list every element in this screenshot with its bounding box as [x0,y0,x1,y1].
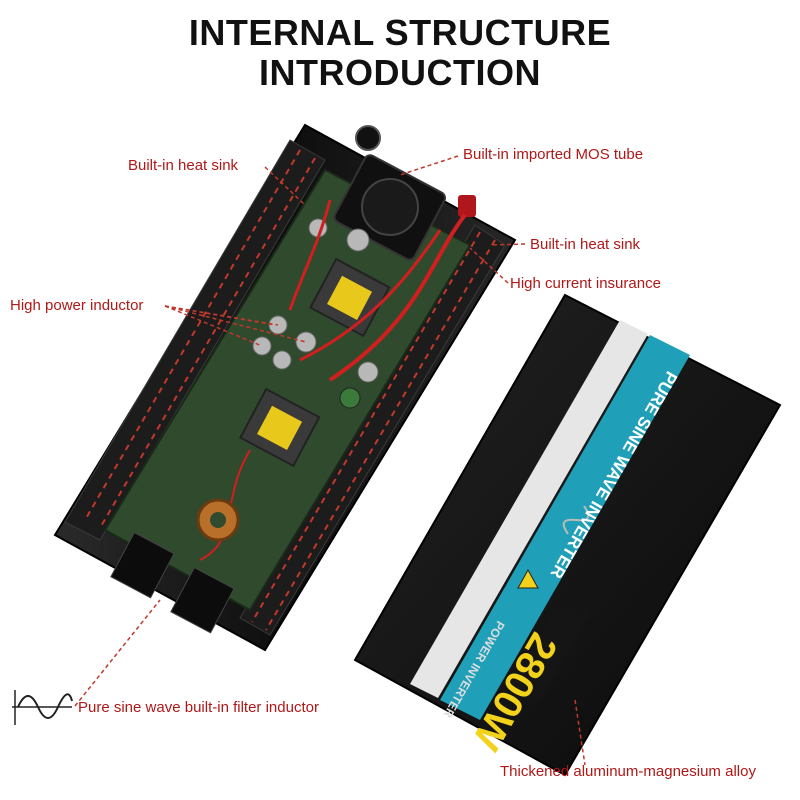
title-line-2: INTRODUCTION [259,52,541,93]
left-heat-sink [64,139,326,541]
warning-icon [517,568,539,589]
capacitor [339,387,361,409]
capacitor [346,228,370,252]
ac-socket [170,566,235,634]
sine-wave-icon [562,505,590,535]
callout-filter-inductor: Pure sine wave built-in filter inductor [78,699,319,716]
rating-band [510,600,590,700]
capacitor [252,336,272,356]
ac-socket [110,531,175,599]
callout-aluminum-alloy: Thickened aluminum-magnesium alloy [500,763,756,780]
callout-heat-sink-left: Built-in heat sink [128,157,239,174]
leader-lines [74,155,586,766]
capacitor [357,361,379,383]
capacitor [272,350,292,370]
negative-terminal [355,125,381,151]
closed-inverter [353,293,782,777]
callout-current-insurance: High current insurance [510,275,661,292]
callout-power-inductor: High power inductor [10,297,144,314]
waveform-icon [12,690,73,725]
callout-mos-tube: Built-in imported MOS tube [463,146,644,163]
positive-terminal [458,195,476,217]
capacitor [295,331,317,353]
open-inverter [53,123,517,652]
title-line-1: INTERNAL STRUCTURE [188,12,612,53]
callout-heat-sink-right: Built-in heat sink [530,236,641,253]
